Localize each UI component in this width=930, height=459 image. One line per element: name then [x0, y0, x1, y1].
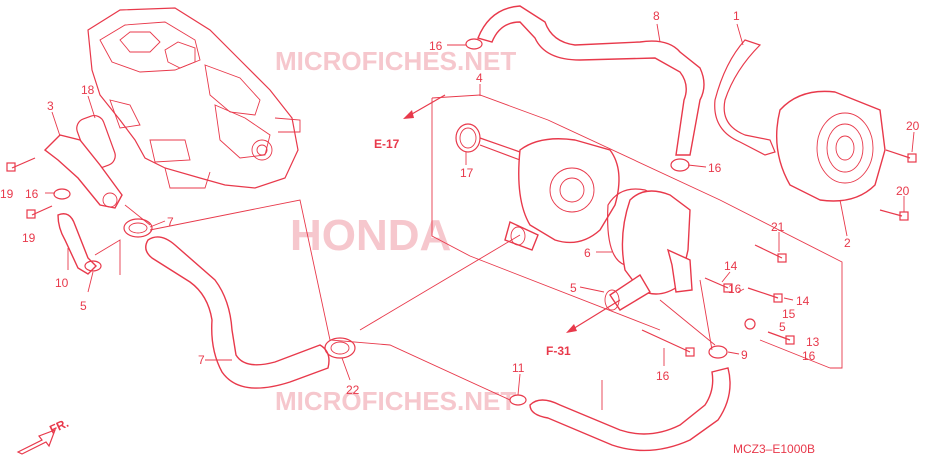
watermark-center: HONDA [290, 211, 451, 260]
ref-arrow-e17 [403, 94, 446, 119]
callout-13: 16 [802, 349, 816, 363]
part-19-bolt-a [6, 157, 36, 172]
callout-4: 4 [476, 71, 483, 85]
callout-1: 1 [733, 9, 740, 23]
part-20-bolt-a [885, 149, 917, 163]
routing-line-b [359, 234, 521, 331]
callout-5: 15 [782, 307, 796, 321]
part-13-bolt [767, 331, 795, 345]
callout-18: 18 [81, 83, 95, 97]
callout-16: 11 [512, 361, 525, 375]
part-7-clamp-a [123, 218, 153, 238]
ref-label-e17: E-17 [374, 137, 400, 151]
routing-line-a [149, 199, 511, 401]
callout-20: 20 [906, 119, 920, 133]
ref-label-f31: F-31 [546, 344, 571, 358]
diagram-code: MCZ3–E1000B [733, 442, 815, 456]
callout-20: 20 [896, 184, 910, 198]
part-16-clamp-c [465, 38, 483, 50]
part-1-bracket [714, 39, 776, 156]
routing-line-d [94, 239, 121, 275]
water-pump-body [479, 137, 620, 251]
part-7-clamp-b [324, 337, 356, 359]
callout-14: 14 [724, 259, 738, 273]
callout-7: 7 [167, 215, 174, 229]
callout-22: 16 [656, 369, 670, 383]
routing-line-e [659, 279, 716, 351]
part-16-clamp-d [670, 158, 690, 172]
part-10-hose [57, 213, 97, 275]
part-8-upper-hose [477, 5, 705, 156]
callout-16: 16 [728, 282, 742, 296]
pump-cover [604, 190, 693, 311]
watermark-bottom: MICROFICHES.NET [275, 386, 516, 416]
callout-6: 6 [584, 246, 591, 260]
leader-lines [45, 23, 915, 410]
callout-9: 7 [198, 353, 205, 367]
part-3-water-pipe [43, 134, 123, 209]
callout-8: 8 [653, 9, 660, 23]
front-direction-arrow [16, 428, 57, 455]
callout-17: 17 [460, 166, 474, 180]
engine-cylinder-head [87, 7, 301, 189]
callout-16: 16 [708, 161, 722, 175]
callout-19: 19 [0, 187, 14, 201]
callout-21: 21 [771, 220, 785, 234]
part-2-cover [775, 90, 886, 202]
part-21-bolt [754, 244, 787, 263]
callout-3: 3 [47, 99, 54, 113]
callout-14: 14 [796, 294, 810, 308]
part-19-bolt-b [26, 205, 53, 219]
part-9-lower-hose [145, 236, 330, 389]
watermark-top: MICROFICHES.NET [275, 46, 516, 76]
callout-16: 5 [80, 299, 87, 313]
part-15-washer [744, 318, 756, 330]
callout-16: 16 [429, 39, 443, 53]
callout-5: 5 [570, 281, 577, 295]
front-direction-label: FR. [47, 416, 70, 437]
callout-10: 10 [55, 276, 69, 290]
part-16-clamp-e [708, 345, 728, 359]
part-22-bolt [641, 329, 695, 357]
callout-16: 16 [25, 187, 39, 201]
callout-16: 9 [741, 348, 748, 362]
part-14-bolt-b [747, 287, 783, 303]
routing-line-c [124, 204, 151, 226]
callout-7: 22 [346, 383, 360, 397]
part-16-clamp-b [84, 260, 102, 272]
part-16-clamp-a [53, 188, 71, 200]
callout-15: 5 [779, 320, 786, 334]
callout-2: 2 [844, 236, 851, 250]
callout-19: 19 [22, 231, 36, 245]
part-14-bolt-a [704, 277, 733, 293]
callout-5: 13 [806, 335, 820, 349]
part-11-lower-hose [529, 367, 731, 452]
ref-arrow-f31 [566, 299, 621, 333]
